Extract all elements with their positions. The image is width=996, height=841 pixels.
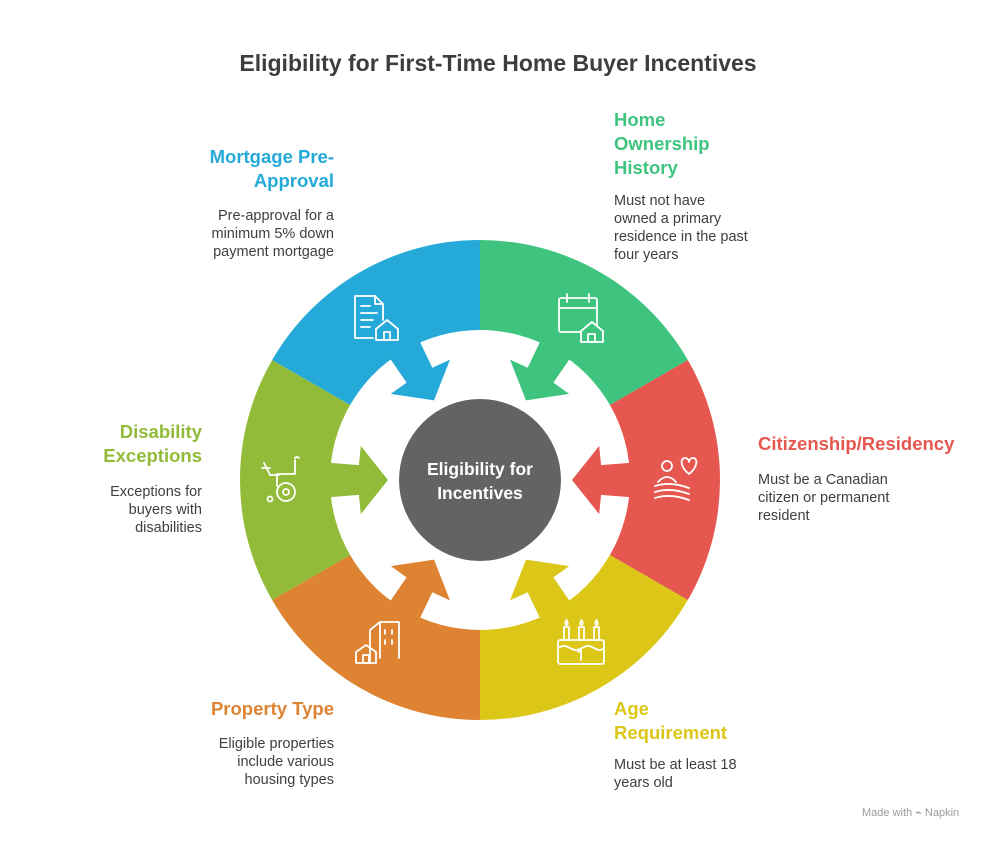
home-ownership-history-heading: Home Ownership History [614, 109, 710, 178]
made-with-credit: Made with ⌁ Napkin [862, 807, 960, 819]
center-label-line1: Eligibility for [427, 459, 533, 479]
mortgage-pre-approval-heading: Mortgage Pre- Approval [209, 146, 334, 191]
citizenship-residency-arrow [572, 445, 632, 515]
citizenship-residency-segment [609, 360, 720, 600]
age-requirement-heading: Age Requirement [614, 698, 728, 743]
disability-exceptions-segment [240, 360, 351, 600]
home-ownership-history-segment [480, 240, 688, 405]
home-ownership-history-arrow [509, 340, 571, 401]
document-home-icon [354, 295, 399, 341]
home-ownership-history-description: Must not have owned a primary residence … [614, 193, 748, 263]
age-requirement-arrow [509, 559, 571, 620]
birthday-cake-icon [557, 619, 605, 665]
property-type-arrow [389, 559, 451, 620]
page-title: Eligibility for First-Time Home Buyer In… [239, 50, 757, 76]
property-type-segment [272, 555, 480, 720]
mortgage-pre-approval-arrow [389, 340, 451, 401]
person-heart-flag-icon [654, 457, 698, 501]
calendar-home-icon [558, 293, 604, 343]
age-requirement-description: Must be at least 18 years old [614, 757, 737, 791]
citizenship-residency-heading: Citizenship/Residency [758, 433, 955, 454]
property-type-description: Eligible properties include various hous… [218, 736, 334, 788]
property-type-heading: Property Type [210, 698, 334, 719]
center-circle [399, 399, 561, 561]
citizenship-residency-description: Must be a Canadian citizen or permanent … [758, 472, 890, 524]
mortgage-pre-approval-description: Pre-approval for a minimum 5% down payme… [211, 208, 335, 260]
mortgage-pre-approval-segment [272, 240, 480, 405]
buildings-icon [355, 621, 400, 664]
napkin-logo-icon: ⌁ [915, 807, 922, 819]
wheelchair-icon [261, 456, 300, 503]
disability-exceptions-description: Exceptions for buyers with disabilities [110, 484, 202, 536]
disability-exceptions-heading: Disability Exceptions [103, 421, 202, 466]
disability-exceptions-arrow [328, 445, 388, 515]
center-label-line2: Incentives [437, 483, 523, 503]
